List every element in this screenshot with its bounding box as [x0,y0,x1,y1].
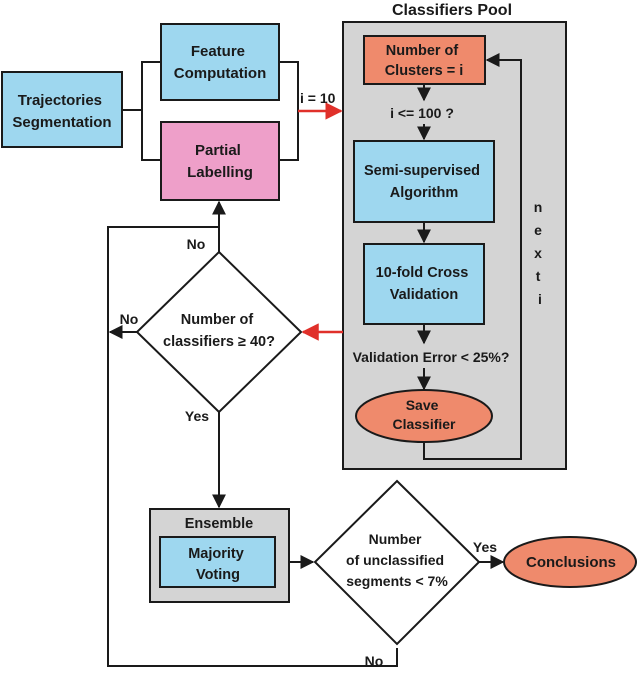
cross-validation-box [363,243,485,325]
semi-supervised-label: Semi-supervised Algorithm [364,163,484,201]
i-le-100-label: i <= 100 ? [390,105,454,121]
partial-labelling-box [160,121,280,201]
unclassified-label: Number of unclassified segments < 7% [346,531,448,589]
validation-error-label: Validation Error < 25%? [353,349,510,365]
num-classifiers-label: Number of classifiers ≥ 40? [163,312,275,350]
semi-supervised-box [353,140,495,223]
no-top-label: No [187,236,206,252]
i-equals-10-label: i = 10 [300,90,336,106]
majority-voting-label: Majority Voting [188,546,248,583]
next-i-label: n e x t i [534,199,546,307]
cross-validation-label: 10-fold Cross Validation [376,265,473,303]
majority-voting-box [159,536,276,588]
no-left-label: No [120,311,139,327]
next-i-loop [423,53,522,460]
conclusions-label: Conclusions [526,554,616,571]
trajectories-segmentation-box [1,71,123,148]
yes-right-label: Yes [473,539,497,555]
feature-computation-box [160,23,280,101]
partial-labelling-label: Partial Labelling [187,142,253,181]
num-classifiers-diamond [135,250,303,414]
conclusions-ellipse [503,536,637,588]
yes-down-label: Yes [185,408,209,424]
feature-computation-label: Feature Computation [174,43,266,82]
trajectories-segmentation-label: Trajectories Segmentation [12,92,111,131]
unclassified-diamond [313,479,481,646]
feedback-loop [107,226,398,667]
ensemble-title: Ensemble [185,516,254,532]
save-classifier-label: Save Classifier [392,397,456,432]
classifiers-pool-title: Classifiers Pool [392,2,512,19]
left-bracket [122,61,161,161]
no-bottom-label: No [365,653,384,669]
number-of-clusters-label: Number of Clusters = i [385,43,464,79]
number-of-clusters-box [363,35,486,85]
right-bracket [279,61,299,161]
